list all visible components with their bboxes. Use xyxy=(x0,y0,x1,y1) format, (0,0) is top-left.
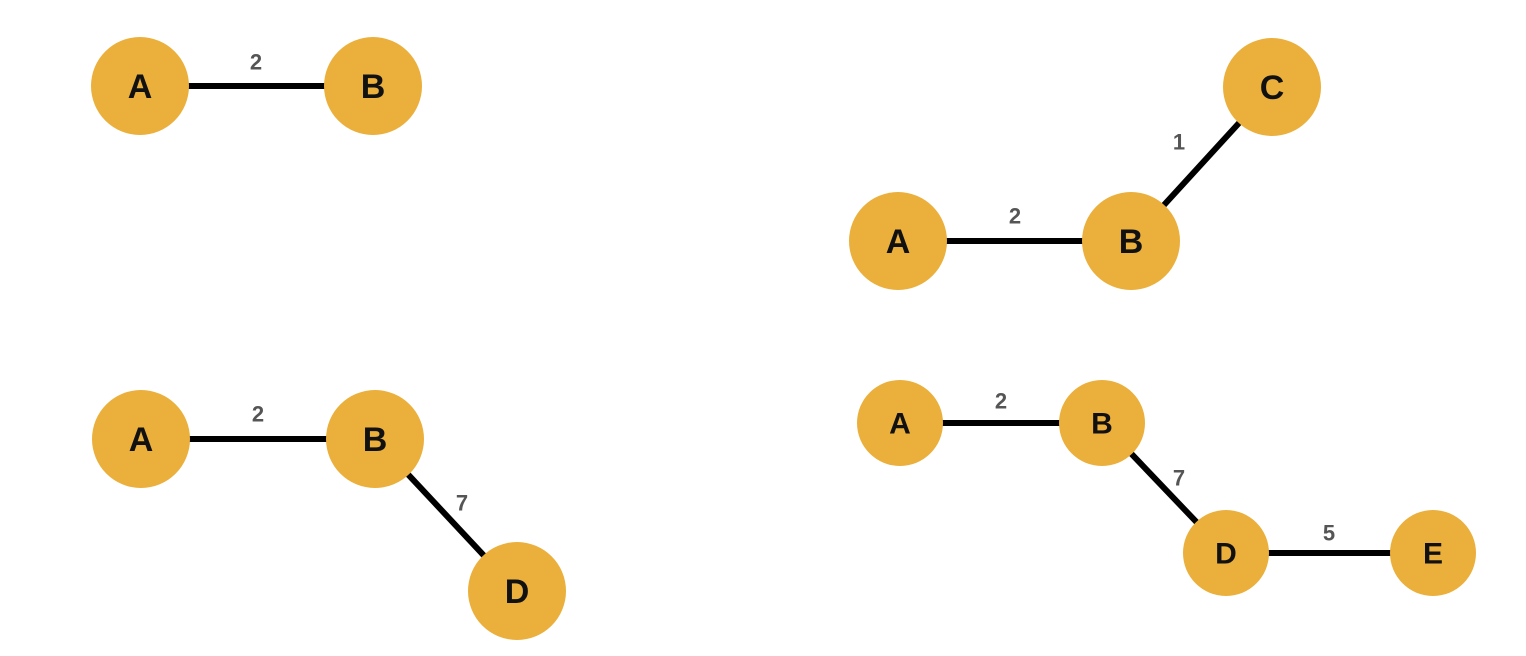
node-label: C xyxy=(1260,69,1285,107)
node-label: A xyxy=(889,408,911,441)
node-g3-a: A xyxy=(92,390,190,488)
node-label: A xyxy=(128,68,153,106)
edge-weight-g4-b-d: 7 xyxy=(1173,466,1185,491)
node-circle xyxy=(1082,192,1180,290)
node-circle xyxy=(324,37,422,135)
node-g4-b: B xyxy=(1059,380,1145,466)
node-circle xyxy=(91,37,189,135)
node-g4-a: A xyxy=(857,380,943,466)
node-g4-d: D xyxy=(1183,510,1269,596)
node-g1-b: B xyxy=(324,37,422,135)
node-g3-d: D xyxy=(468,542,566,640)
node-g2-c: C xyxy=(1223,38,1321,136)
node-label: A xyxy=(129,421,154,459)
nodes-layer: A B C A B A B D A B D E xyxy=(91,37,1476,640)
node-circle xyxy=(92,390,190,488)
node-circle xyxy=(1390,510,1476,596)
node-label: D xyxy=(505,573,530,611)
node-g1-a: A xyxy=(91,37,189,135)
node-label: B xyxy=(1091,408,1113,441)
node-label: B xyxy=(1119,223,1144,261)
node-circle xyxy=(468,542,566,640)
node-circle xyxy=(326,390,424,488)
node-circle xyxy=(857,380,943,466)
node-g2-a: A xyxy=(849,192,947,290)
edge-weight-g2-a-b: 2 xyxy=(1009,204,1021,229)
node-label: B xyxy=(361,68,386,106)
node-g4-e: E xyxy=(1390,510,1476,596)
node-label: E xyxy=(1423,538,1443,571)
node-label: D xyxy=(1215,538,1237,571)
edge-weight-g4-d-e: 5 xyxy=(1323,521,1335,546)
node-g2-b: B xyxy=(1082,192,1180,290)
node-circle xyxy=(1183,510,1269,596)
node-label: A xyxy=(886,223,911,261)
edge-weight-g3-b-d: 7 xyxy=(456,491,468,516)
node-g3-b: B xyxy=(326,390,424,488)
edge-weight-g1-a-b: 2 xyxy=(250,50,262,75)
edge-weight-g4-a-b: 2 xyxy=(995,389,1007,414)
edge-weight-g3-a-b: 2 xyxy=(252,402,264,427)
edge-weight-g2-b-c: 1 xyxy=(1173,130,1185,155)
node-circle xyxy=(1223,38,1321,136)
node-circle xyxy=(849,192,947,290)
node-label: B xyxy=(363,421,388,459)
node-circle xyxy=(1059,380,1145,466)
